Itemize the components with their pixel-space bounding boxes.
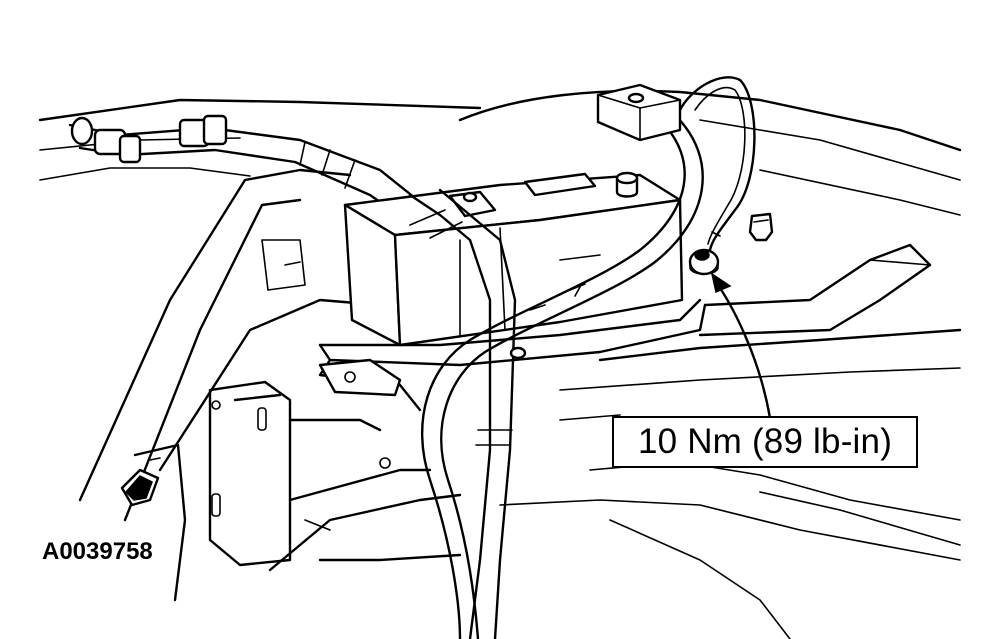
- junction-block: [596, 83, 682, 142]
- ground-stud-nut: [688, 248, 720, 276]
- pushpin-clip: [748, 212, 774, 242]
- positive-cable-harness: [408, 188, 527, 639]
- frame-rail: [78, 168, 462, 602]
- crossmember: [698, 243, 932, 337]
- ground-strap: [678, 76, 756, 252]
- frame-clip: [120, 468, 160, 507]
- vehicle-body-outline: [38, 89, 962, 639]
- ground-cable: [421, 113, 704, 639]
- figure-id-label: A0039758: [42, 538, 153, 565]
- torque-leader-arrow: [710, 272, 772, 420]
- torque-spec-label: 10 Nm (89 lb-in): [637, 422, 893, 461]
- torque-callout-box: 10 Nm (89 lb-in): [612, 416, 918, 468]
